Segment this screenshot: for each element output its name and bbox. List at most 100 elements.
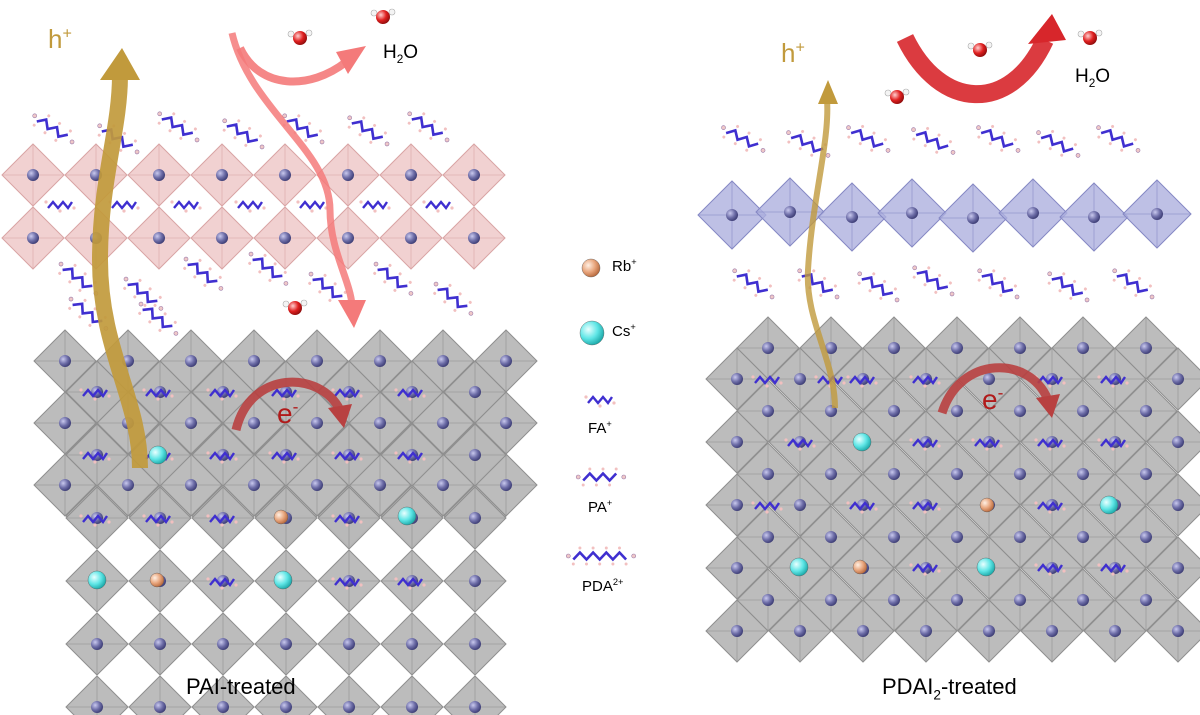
octahedron-gray (65, 612, 129, 676)
lead-atom (153, 232, 165, 244)
cs-atom (1099, 495, 1119, 515)
lead-atom (216, 169, 228, 181)
lead-atom (731, 625, 743, 637)
fa-cation (79, 514, 111, 527)
pa-cation (248, 251, 289, 286)
lead-atom (279, 232, 291, 244)
octahedron-gray (705, 473, 769, 537)
cs-atom (789, 557, 809, 577)
lead-atom (185, 479, 197, 491)
cs-atom (397, 506, 417, 526)
lead-atom (500, 417, 512, 429)
lead-atom (1172, 499, 1184, 511)
water-molecule (282, 299, 308, 315)
lead-atom (794, 499, 806, 511)
pa-cation (407, 111, 450, 143)
lead-atom (1088, 211, 1100, 223)
lead-atom (1109, 625, 1121, 637)
pda-cation (911, 126, 956, 155)
right-electron-label: e- (982, 382, 1004, 415)
lead-atom (91, 701, 103, 713)
left-water-up-arrowhead (336, 46, 366, 74)
left-water-down-arrowhead (338, 300, 366, 328)
lead-atom (1077, 342, 1089, 354)
lead-atom (762, 342, 774, 354)
fa-cation (206, 577, 238, 590)
lead-atom (500, 479, 512, 491)
lead-atom (280, 638, 292, 650)
lead-atom (1140, 342, 1152, 354)
octahedron-gray (443, 423, 507, 487)
lead-atom (888, 468, 900, 480)
octahedron-gray (191, 612, 255, 676)
octahedron-gray (894, 599, 958, 663)
lead-atom (784, 206, 796, 218)
lead-atom (343, 638, 355, 650)
lead-atom (888, 531, 900, 543)
left-panel-caption: PAI-treated (186, 674, 296, 699)
lead-atom (91, 638, 103, 650)
lead-atom (311, 479, 323, 491)
lead-atom (469, 512, 481, 524)
octahedron-pink (442, 206, 506, 270)
left-water-up-arrow (236, 46, 349, 86)
water-molecule (967, 41, 993, 57)
lead-atom (920, 625, 932, 637)
right-hole-arrowhead (818, 80, 838, 104)
lead-atom (153, 169, 165, 181)
lead-atom (437, 417, 449, 429)
octahedron-pink (253, 143, 317, 207)
left-electron-arrowhead (328, 404, 352, 428)
rb-atom (852, 559, 868, 575)
lead-atom (468, 169, 480, 181)
lead-atom (279, 169, 291, 181)
lead-atom (185, 355, 197, 367)
fa-cation (79, 451, 111, 464)
lead-atom (762, 594, 774, 606)
lead-atom (825, 594, 837, 606)
octahedron-pink (127, 143, 191, 207)
right-hole-label: h+ (781, 38, 805, 68)
lead-atom (846, 211, 858, 223)
fa-cation (331, 514, 363, 527)
octahedron-pink (253, 206, 317, 270)
lead-atom (216, 232, 228, 244)
octahedron-gray (443, 549, 507, 613)
octahedron-gray (831, 599, 895, 663)
lead-atom (374, 417, 386, 429)
fa-cation (422, 200, 454, 213)
pda-cation (1096, 124, 1141, 153)
cs-atom (148, 445, 168, 465)
lead-atom (762, 405, 774, 417)
octahedron-gray (443, 675, 507, 715)
octahedron-gray (254, 675, 318, 715)
fa-cation (1034, 563, 1066, 576)
water-molecule (1077, 29, 1103, 45)
right-water-arrow (896, 33, 1054, 104)
octahedron-gray (1146, 473, 1200, 537)
octahedron-pink (316, 143, 380, 207)
pa-cation (138, 301, 179, 336)
octahedron-gray (705, 410, 769, 474)
cs-atom (976, 557, 996, 577)
pa-cation (433, 281, 474, 316)
lead-atom (342, 169, 354, 181)
fa-cation (142, 388, 174, 401)
octahedron-gray (768, 473, 832, 537)
octahedron-pink (442, 143, 506, 207)
pda-cation (846, 124, 891, 153)
lead-atom (888, 594, 900, 606)
lead-atom (280, 701, 292, 713)
lead-atom (731, 562, 743, 574)
right-water-label: H2O (1075, 66, 1111, 90)
fa-cation (234, 200, 266, 213)
lead-atom (406, 638, 418, 650)
lead-atom (374, 355, 386, 367)
legend-label-fa: FA+ (588, 419, 612, 437)
left-electron-label: e- (277, 396, 299, 429)
right-electron-arrow (937, 363, 1053, 415)
lead-atom (906, 207, 918, 219)
pa-cation (32, 113, 75, 145)
octahedron-gray (380, 675, 444, 715)
